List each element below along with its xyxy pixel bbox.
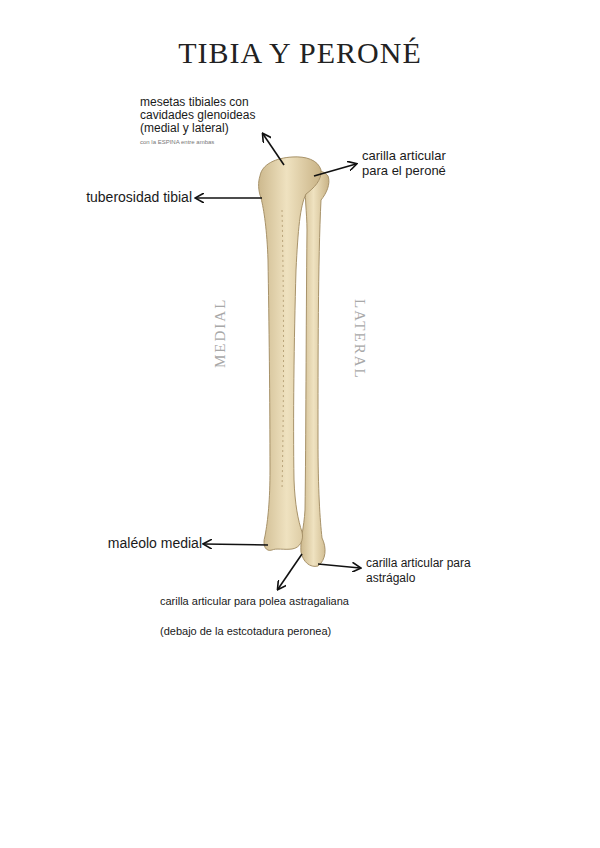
part-label: tuberosidad tibial	[70, 189, 192, 206]
diagram-title: TIBIA Y PERONÉ	[0, 36, 600, 70]
part-label: carilla articular para polea astragalian…	[160, 594, 380, 608]
side-label: MEDIAL	[212, 298, 229, 368]
part-label: maléolo medial	[90, 535, 202, 552]
part-label: carilla articular para astrágalo	[366, 556, 496, 586]
leader-arrow	[278, 554, 302, 589]
note-label: con la ESPINA entre ambas	[140, 139, 270, 146]
fibula	[301, 171, 329, 566]
part-label: mesetas tibiales con cavidades glenoidea…	[140, 96, 268, 135]
tibia	[259, 157, 321, 551]
leader-arrow	[314, 164, 356, 176]
leader-arrow	[204, 544, 268, 545]
leader-arrow	[318, 564, 360, 568]
part-label: carilla articular para el peroné	[362, 148, 474, 178]
part-label: (debajo de la estcotadura peronea)	[160, 624, 400, 638]
leader-arrow	[196, 197, 262, 199]
tibia-crest	[282, 210, 284, 490]
leader-arrow	[263, 134, 284, 165]
side-label: LATERAL	[351, 299, 368, 380]
